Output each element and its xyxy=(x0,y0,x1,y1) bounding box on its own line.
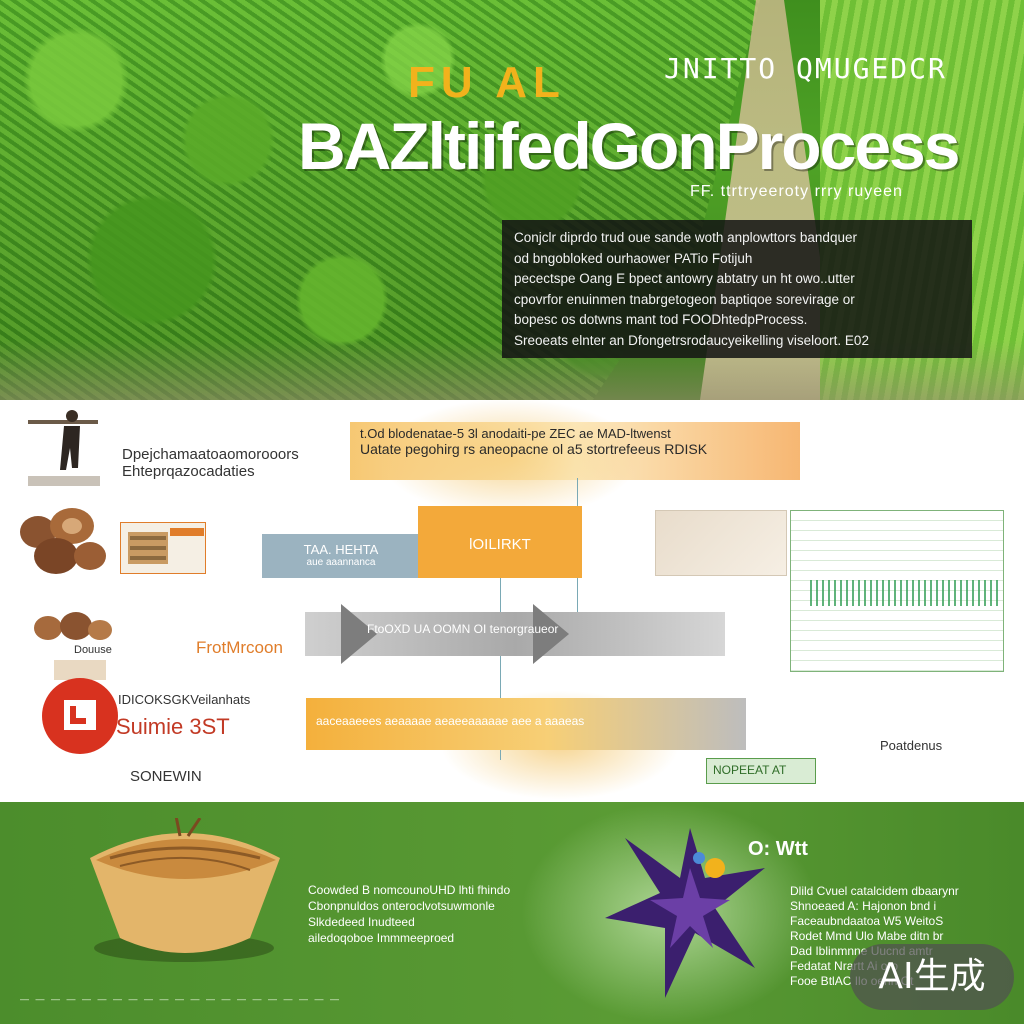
process-label: Dpejchamaatoaomorooors Ehteprqazocadatie… xyxy=(122,446,299,480)
bottom-left-line: Coowded B nomcounoUHD lhti fhindo xyxy=(308,883,511,897)
page-title: BAZltiifedGonProcess xyxy=(298,109,960,183)
banner-corner-tag: JNITTO QMUGEDCR xyxy=(664,52,947,85)
info-line: pecectspe Oang E bpect antowry abtatry u… xyxy=(514,271,855,286)
banner-tag-word: FU AL xyxy=(408,58,566,107)
info-line: bopesc os dotwns mant tod FOODhtedpProce… xyxy=(514,312,808,327)
right-label: Poatdenus xyxy=(880,738,943,753)
data-table-image xyxy=(690,510,1010,672)
band-line: Uatate pegohirg rs aneopacne ol a5 stort… xyxy=(360,441,708,457)
root-basket-icon xyxy=(90,818,280,962)
arrow-icon xyxy=(341,604,377,664)
bottom-left-text: Coowded B nomcounoUHD lhti fhindo Cbonpn… xyxy=(308,882,510,946)
bottom-right-item: Shnoeaed A: Hajonon bnd i xyxy=(790,899,937,913)
info-line: cpovrfor enuinmen tnabrgetogeon baptiqoe… xyxy=(514,291,855,307)
sonewin-label: SONEWIN xyxy=(130,768,202,785)
band-line: t.Od blodenatae-5 3l anodaiti-pe ZEC ae … xyxy=(360,426,671,441)
info-panel: Conjclr diprdo trud oue sande woth anplo… xyxy=(502,220,972,358)
banner-subtitle: FF. ttrtryeeroty rrry ruyeen xyxy=(690,183,903,200)
arrow-icon xyxy=(533,604,569,664)
wood-pile-icon xyxy=(20,508,106,574)
connector-line xyxy=(500,560,501,760)
bottom-process-band: aaceaaeees aeaaaae aeaeeaaaaae aee a aaa… xyxy=(306,698,746,750)
flower-label: O: Wtt xyxy=(748,838,808,860)
packaging-card-icon xyxy=(120,522,206,574)
step-box-line: aue aaannanca xyxy=(306,557,376,568)
bottom-left-line: Cbonpnuldos onteroclvotsuwmonle xyxy=(308,899,495,913)
desc-label: Douuse xyxy=(74,644,112,656)
process-label-line: Dpejchamaatoaomorooors xyxy=(122,446,299,463)
from-label: FrotMrcoon xyxy=(196,638,283,657)
arrow-flow-row: FtoOXD UA OOMN OI tenorgraueor xyxy=(305,604,725,664)
seed-pods-icon xyxy=(34,612,112,640)
footer-dots: — — — — — — — — — — — — — — — — — — — — … xyxy=(20,994,342,1004)
top-process-band: t.Od blodenatae-5 3l anodaiti-pe ZEC ae … xyxy=(350,422,800,480)
bottom-right-item: Faceaubndaatoa W5 WeitoS xyxy=(790,914,944,928)
step-box-orange: lOILIRKT xyxy=(418,506,582,578)
bottom-right-item: Rodet Mmd Ulo Mabe ditn br xyxy=(790,929,944,943)
arrow-flow-text: FtoOXD UA OOMN OI tenorgraueor xyxy=(367,622,559,636)
info-line: Conjclr diprdo trud oue sande woth anplo… xyxy=(514,230,857,245)
step-box-line: TAA. HEHTA xyxy=(303,542,379,557)
ck-label: IDICOKSGKVeilanhats xyxy=(118,692,251,707)
info-line: Sreoeats elnter an Dfongetrsrodaucyeikel… xyxy=(514,332,869,348)
table-highlight xyxy=(810,580,1000,606)
bottom-left-line: Slkdedeed Inudteed xyxy=(308,915,415,929)
ai-generated-badge: AI生成 xyxy=(850,944,1014,1010)
process-label-line: Ehteprqazocadaties xyxy=(122,463,255,480)
purple-flower-icon xyxy=(605,828,765,998)
document-stack-image xyxy=(655,510,787,576)
bottom-right-item: Dlild Cvuel catalcidem dbaarynr xyxy=(790,884,959,898)
field-banner: FU AL JNITTO QMUGEDCR BAZltiifedGonProce… xyxy=(0,0,1024,400)
worker-icon xyxy=(28,410,100,486)
red-pot-icon xyxy=(42,660,118,754)
bottom-left-line: ailedoqoboe Immmeeproed xyxy=(308,931,455,945)
step-box-blue: TAA. HEHTA aue aaannanca xyxy=(262,534,420,578)
green-stamp: NOPEEAT AT xyxy=(706,758,816,784)
summary-label: Suimie 3ST xyxy=(116,714,230,739)
info-line: od bngobloked ourhaower PATio Fotijuh xyxy=(514,250,753,266)
